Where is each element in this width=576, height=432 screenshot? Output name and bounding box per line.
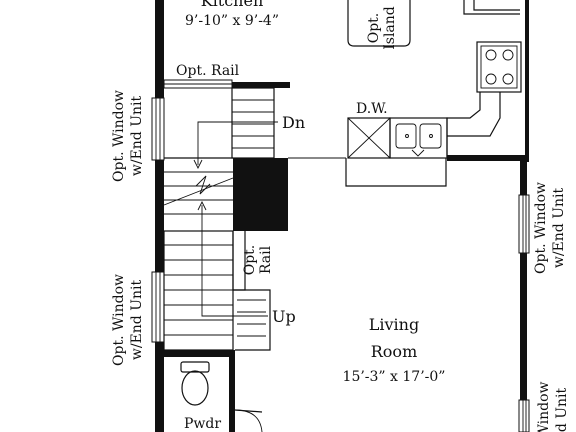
svg-text:d Unit: d Unit <box>554 387 570 432</box>
svg-text:Opt.: Opt. <box>366 13 382 44</box>
svg-text:Window: Window <box>536 381 552 432</box>
stair-lower <box>163 230 234 351</box>
stair-up-arrow <box>197 200 268 317</box>
opt-island-outline <box>347 0 411 47</box>
powder-right-wall <box>229 350 235 432</box>
kitchen-counter-run <box>446 92 501 157</box>
top-rail-wall <box>232 82 290 88</box>
svg-text:Island: Island <box>382 6 398 50</box>
svg-text:w/End Unit: w/End Unit <box>129 279 145 360</box>
powder-top-wall <box>160 350 234 357</box>
opt-rail-mid <box>232 231 271 351</box>
svg-text:w/End Unit: w/End Unit <box>551 187 567 268</box>
opt-rail-top-label: Opt. Rail <box>176 63 240 79</box>
powder-name: Pwdr <box>184 416 221 432</box>
window-left-bottom-label: Opt. Window w/End Unit <box>111 274 145 366</box>
living-name-line1: Living <box>369 315 419 334</box>
svg-text:w/End Unit: w/End Unit <box>129 95 145 176</box>
right-exterior-wall <box>520 158 527 432</box>
kitchen-counter-right <box>463 0 520 15</box>
cooktop <box>476 41 522 93</box>
powder-door <box>234 409 263 413</box>
svg-text:Opt.: Opt. <box>242 245 258 276</box>
stair-core-block <box>233 158 288 231</box>
dishwasher <box>347 117 391 159</box>
stair-down-arrow <box>193 121 278 170</box>
svg-text:Opt. Window: Opt. Window <box>111 90 127 182</box>
stair-down-label: Dn <box>282 113 305 132</box>
left-exterior-wall <box>155 0 164 432</box>
svg-text:Opt. Window: Opt. Window <box>533 182 549 274</box>
window-right-bottom-label: Window d Unit <box>536 381 570 432</box>
svg-text:Opt. Window: Opt. Window <box>111 274 127 366</box>
kitchen-divider-wall <box>447 155 527 161</box>
stair-up-label: Up <box>272 307 296 326</box>
kitchen-name: Kitchen <box>201 0 264 10</box>
window-right-top <box>518 194 530 254</box>
living-name-line2: Room <box>371 342 417 361</box>
living-dims: 15’-3” x 17’-0” <box>343 369 446 385</box>
stair-landing <box>163 157 234 232</box>
powder-door-swing <box>234 409 263 432</box>
window-left-top <box>151 97 165 161</box>
opt-rail-mid-label: Opt. Rail <box>242 245 274 276</box>
stair-upper <box>231 87 275 159</box>
dishwasher-label: D.W. <box>356 101 388 117</box>
kitchen-sink <box>389 117 448 159</box>
opt-island-label: Opt. Island <box>366 6 398 50</box>
window-right-bottom <box>518 399 530 432</box>
window-left-bottom <box>151 271 165 343</box>
kitchen-right-wall <box>525 0 529 162</box>
window-left-top-label: Opt. Window w/End Unit <box>111 90 145 182</box>
svg-text:Rail: Rail <box>258 245 274 274</box>
kitchen-dims: 9’-10” x 9’-4” <box>185 13 279 29</box>
breakfast-bar <box>345 158 447 187</box>
window-right-top-label: Opt. Window w/End Unit <box>533 182 567 274</box>
toilet <box>180 361 210 406</box>
opt-rail-top <box>163 79 233 89</box>
